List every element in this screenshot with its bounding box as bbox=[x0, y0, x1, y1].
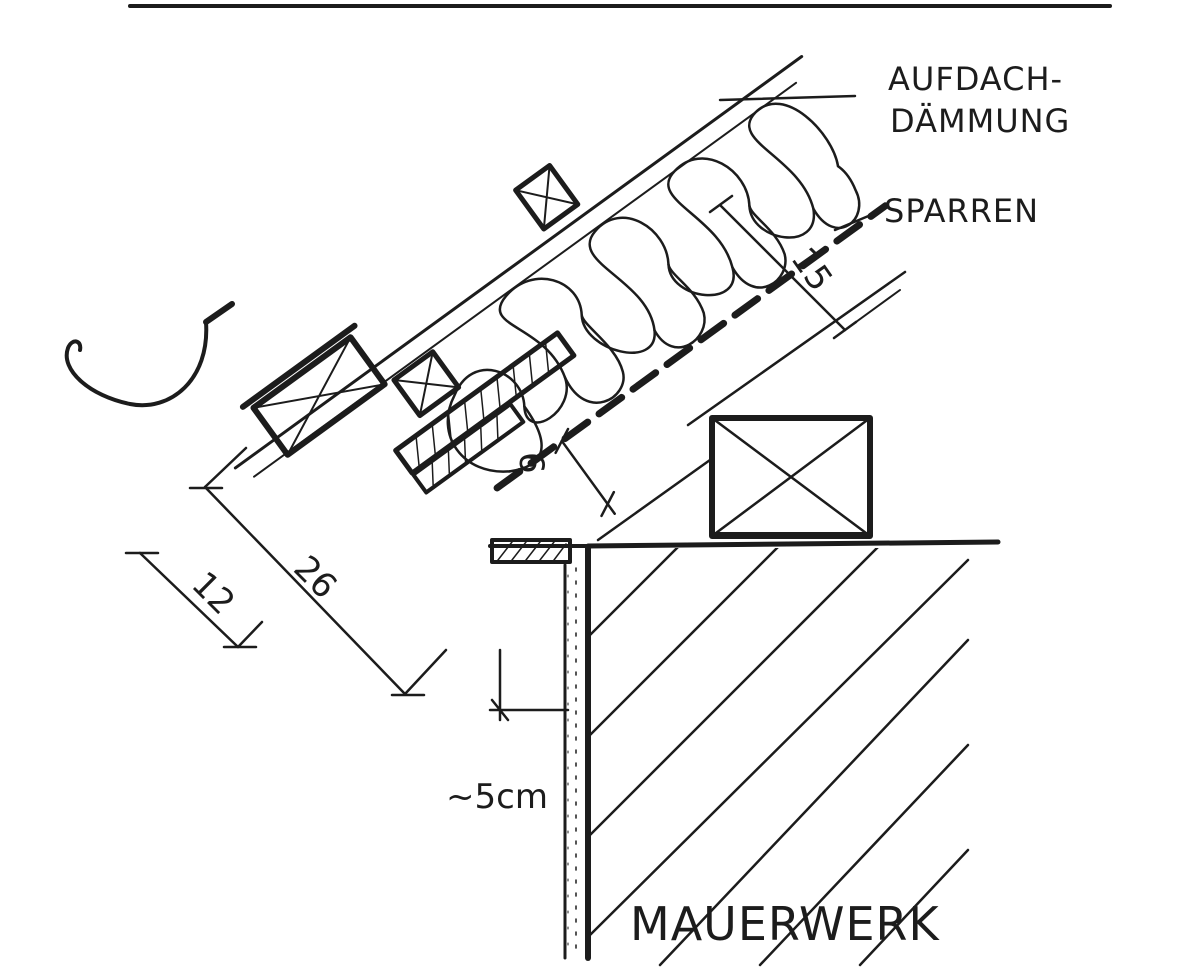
dimension-26 bbox=[188, 446, 448, 697]
dimension-12 bbox=[124, 551, 264, 649]
dim-label-15: 15 bbox=[783, 240, 841, 298]
leader-sparren bbox=[833, 210, 880, 232]
leader-aufdach bbox=[718, 94, 857, 102]
dimension-15 bbox=[708, 194, 901, 340]
dim-label-6: 6 bbox=[511, 452, 551, 474]
dim-label-5cm: ~5cm bbox=[446, 777, 548, 817]
counter-batten bbox=[513, 163, 581, 232]
roof-build-up bbox=[233, 55, 889, 518]
roof-deck-line bbox=[233, 55, 804, 470]
dim-label-12: 12 bbox=[184, 564, 243, 623]
masonry-hatching bbox=[588, 548, 970, 967]
rafter-underside-line bbox=[686, 270, 907, 427]
label-aufdach-line1: AUFDACH- bbox=[888, 60, 1063, 98]
dimension-6 bbox=[554, 427, 616, 518]
wall-plate-beam bbox=[709, 415, 873, 539]
label-mauerwerk: MAUERWERK bbox=[630, 897, 940, 951]
label-aufdach-line2: DÄMMUNG bbox=[890, 102, 1070, 140]
dimension-5cm bbox=[488, 648, 570, 722]
insulation-batts bbox=[446, 102, 861, 473]
vapour-membrane bbox=[493, 202, 889, 492]
eave-sill-block bbox=[490, 538, 572, 564]
rafter-soffit-line bbox=[596, 458, 712, 542]
plaster-layer bbox=[563, 563, 577, 960]
masonry-wall bbox=[488, 539, 1001, 967]
dim-label-26: 26 bbox=[286, 548, 345, 607]
gutter bbox=[64, 301, 235, 408]
label-sparren: SPARREN bbox=[884, 192, 1039, 230]
eave-batten bbox=[239, 322, 388, 458]
start-batten bbox=[391, 349, 462, 419]
fascia-board bbox=[393, 330, 577, 495]
